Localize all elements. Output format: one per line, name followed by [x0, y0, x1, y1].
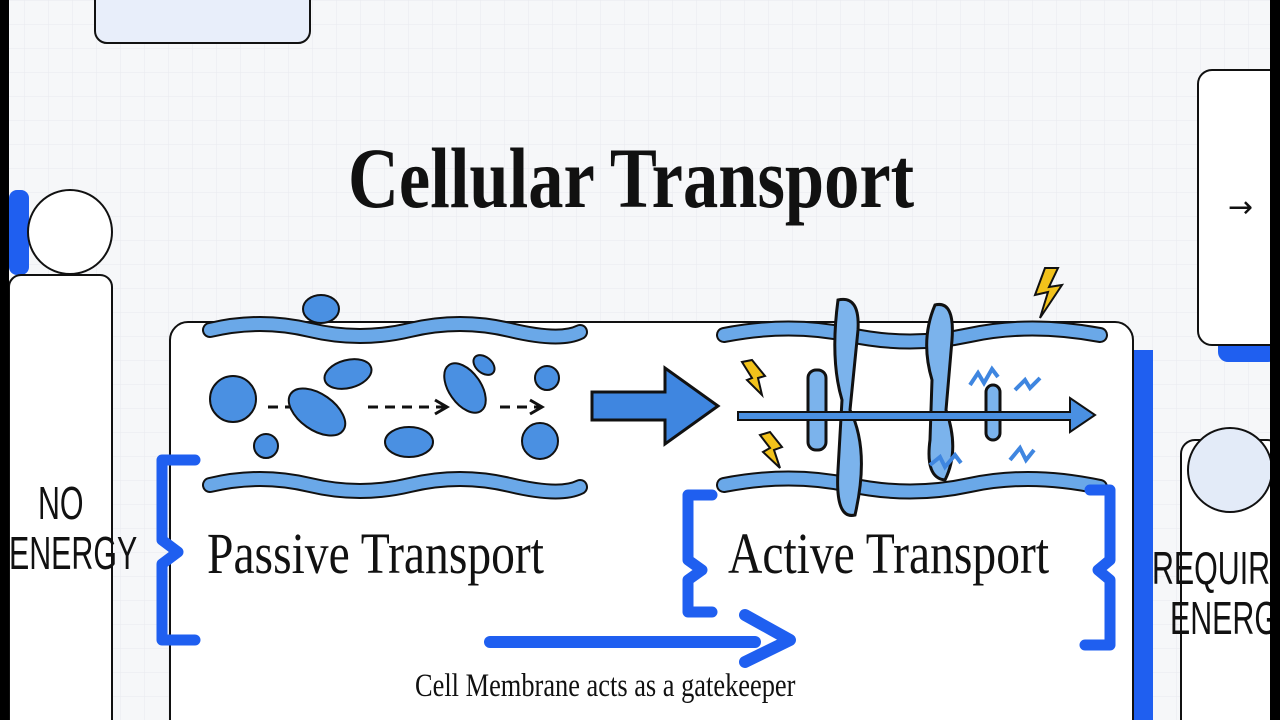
main-panel [169, 321, 1134, 720]
active-transport-label: Active Transport [728, 521, 1050, 586]
passive-membrane [202, 316, 588, 500]
right-edge-cover [1270, 0, 1280, 720]
caption: Cell Membrane acts as a gatekeeper [415, 668, 796, 704]
right-blue-bar [1133, 350, 1153, 720]
right-circle [1187, 427, 1273, 513]
active-membrane [716, 320, 1108, 500]
protein-channels [806, 297, 1002, 517]
right-card [1197, 69, 1280, 346]
passive-transport-label: Passive Transport [207, 521, 544, 586]
require-energy-line2: ENERGY [1170, 592, 1280, 644]
active-flow-arrow-icon [737, 396, 1097, 434]
require-energy-line1: REQUIRE [1152, 542, 1280, 594]
gatekeeper-arrowhead-icon [739, 609, 796, 668]
energy-zigzags [928, 365, 1042, 471]
left-edge-cover [0, 0, 9, 720]
left-circle [27, 189, 113, 275]
left-blue-tab [9, 190, 29, 275]
no-energy-line1: NO [38, 477, 84, 529]
page-title: Cellular Transport [348, 130, 915, 226]
left-panel [8, 274, 113, 720]
right-arrow-icon[interactable]: → [1228, 190, 1254, 225]
transition-arrow-icon [590, 365, 721, 447]
energy-bolt-icons [740, 267, 1065, 469]
brackets [156, 454, 1116, 651]
no-energy-line2: ENERGY [9, 527, 138, 579]
diffusion-arrows [268, 398, 545, 416]
top-card [94, 0, 311, 44]
molecules [209, 294, 560, 460]
